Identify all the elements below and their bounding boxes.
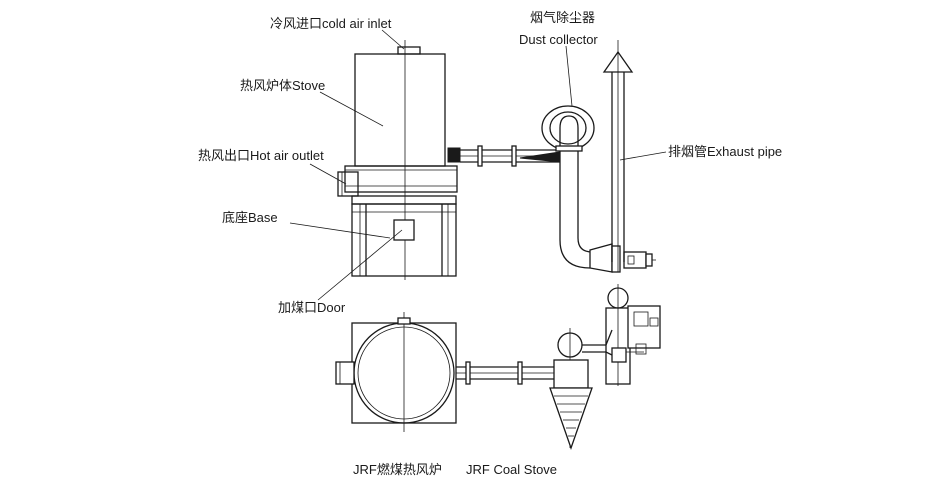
caption-en: JRF Coal Stove	[466, 462, 557, 477]
label-hot-air-outlet: 热风出口Hot air outlet	[198, 148, 324, 163]
leader-door	[317, 229, 403, 301]
label-stove: 热风炉体Stove	[240, 78, 325, 93]
cyclone-top-view	[549, 328, 615, 450]
leader-base	[289, 222, 391, 239]
fan-motor	[623, 251, 647, 269]
hot-air-outlet-nozzle	[337, 171, 359, 197]
cold-air-inlet-cap	[397, 46, 421, 55]
leader-dust-collector	[565, 45, 573, 107]
pipe-elbow	[559, 239, 591, 269]
label-dust-collector-en: Dust collector	[519, 32, 598, 47]
leader-cold-air-inlet	[381, 29, 405, 50]
leader-lines	[289, 29, 667, 301]
label-base: 底座Base	[222, 210, 278, 225]
stove-top-view	[335, 312, 457, 432]
label-cold-air-inlet: 冷风进口cold air inlet	[270, 16, 392, 31]
coal-door	[393, 219, 415, 241]
duct-side-view	[460, 145, 561, 167]
cyclone-cone	[549, 387, 593, 450]
stove-body	[354, 53, 446, 167]
dust-collector-side-view	[541, 105, 656, 273]
exhaust-pipe-side-view	[602, 40, 634, 272]
label-door: 加煤口Door	[278, 300, 346, 315]
label-dust-collector-cn: 烟气除尘器	[530, 10, 595, 25]
fan-top-motor	[627, 305, 661, 349]
stove-side-view	[337, 40, 461, 280]
duct-top-view	[456, 361, 556, 385]
leader-hot-air-outlet	[309, 163, 347, 185]
leader-stove	[319, 91, 384, 127]
top-hot-air-nozzle	[335, 361, 355, 385]
duct-reducer	[519, 151, 561, 163]
labels: 冷风进口cold air inlet 热风炉体Stove 热风出口Hot air…	[198, 10, 782, 477]
stove-outlet-connector	[447, 147, 461, 163]
caption-cn: JRF燃煤热风炉	[353, 462, 442, 477]
fan-top-view	[605, 284, 661, 386]
label-exhaust-pipe: 排烟管Exhaust pipe	[668, 144, 782, 159]
cyclone-body	[553, 359, 589, 389]
leader-exhaust-pipe	[619, 151, 667, 161]
stove-lower-flange	[344, 165, 458, 193]
fan-inlet-cone	[589, 243, 613, 273]
